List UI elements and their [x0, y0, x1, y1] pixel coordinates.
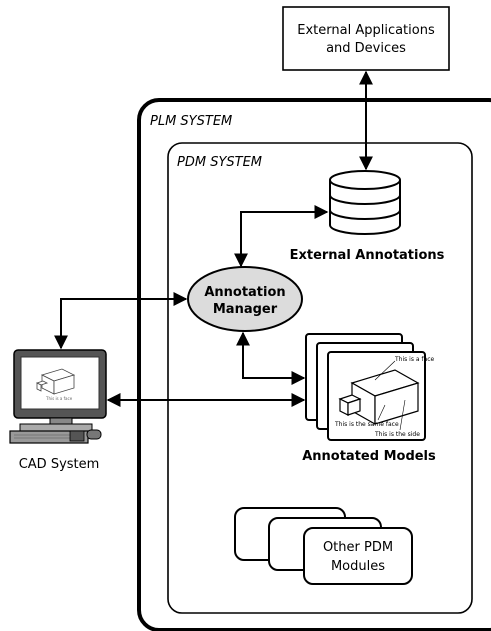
database-icon — [329, 170, 401, 235]
annotation-manager-label-line2: Manager — [213, 302, 278, 317]
plm-system-title: PLM SYSTEM — [150, 114, 232, 129]
annotation-manager-node: Annotation Manager — [187, 266, 303, 332]
callout-same-face: This is the same face — [334, 421, 399, 428]
connectors — [54, 70, 373, 407]
external-applications-label-line2: and Devices — [326, 41, 406, 56]
other-pdm-modules-label-line1: Other PDM — [323, 540, 393, 555]
external-annotations-label: External Annotations — [290, 248, 445, 263]
arrow-manager-to-models — [236, 331, 306, 385]
plm-system-container: PLM SYSTEM — [137, 98, 491, 631]
other-pdm-modules-label-line2: Modules — [331, 559, 385, 574]
annotated-models-stack: This is a face This is the same face Thi… — [305, 333, 435, 441]
pdm-system-container: PDM SYSTEM — [167, 142, 473, 614]
annotated-models-label: Annotated Models — [302, 449, 436, 464]
external-applications-box: External Applications and Devices — [282, 6, 450, 71]
external-applications-label-line1: External Applications — [297, 23, 435, 38]
other-pdm-modules-stack: Other PDM Modules — [234, 507, 413, 585]
computer-screen-text: This is a face — [45, 396, 73, 401]
arrow-manager-to-database — [234, 205, 329, 268]
callout-side: This is the side — [374, 431, 420, 438]
annotation-manager-label-line1: Annotation — [204, 285, 285, 300]
arrow-cad-to-manager — [54, 292, 188, 350]
pdm-system-title: PDM SYSTEM — [177, 155, 262, 170]
cad-system-label: CAD System — [19, 457, 100, 472]
computer-icon: This is a face — [9, 349, 107, 444]
cad-model-drawing — [338, 360, 420, 431]
callout-face: This is a face — [394, 356, 435, 363]
